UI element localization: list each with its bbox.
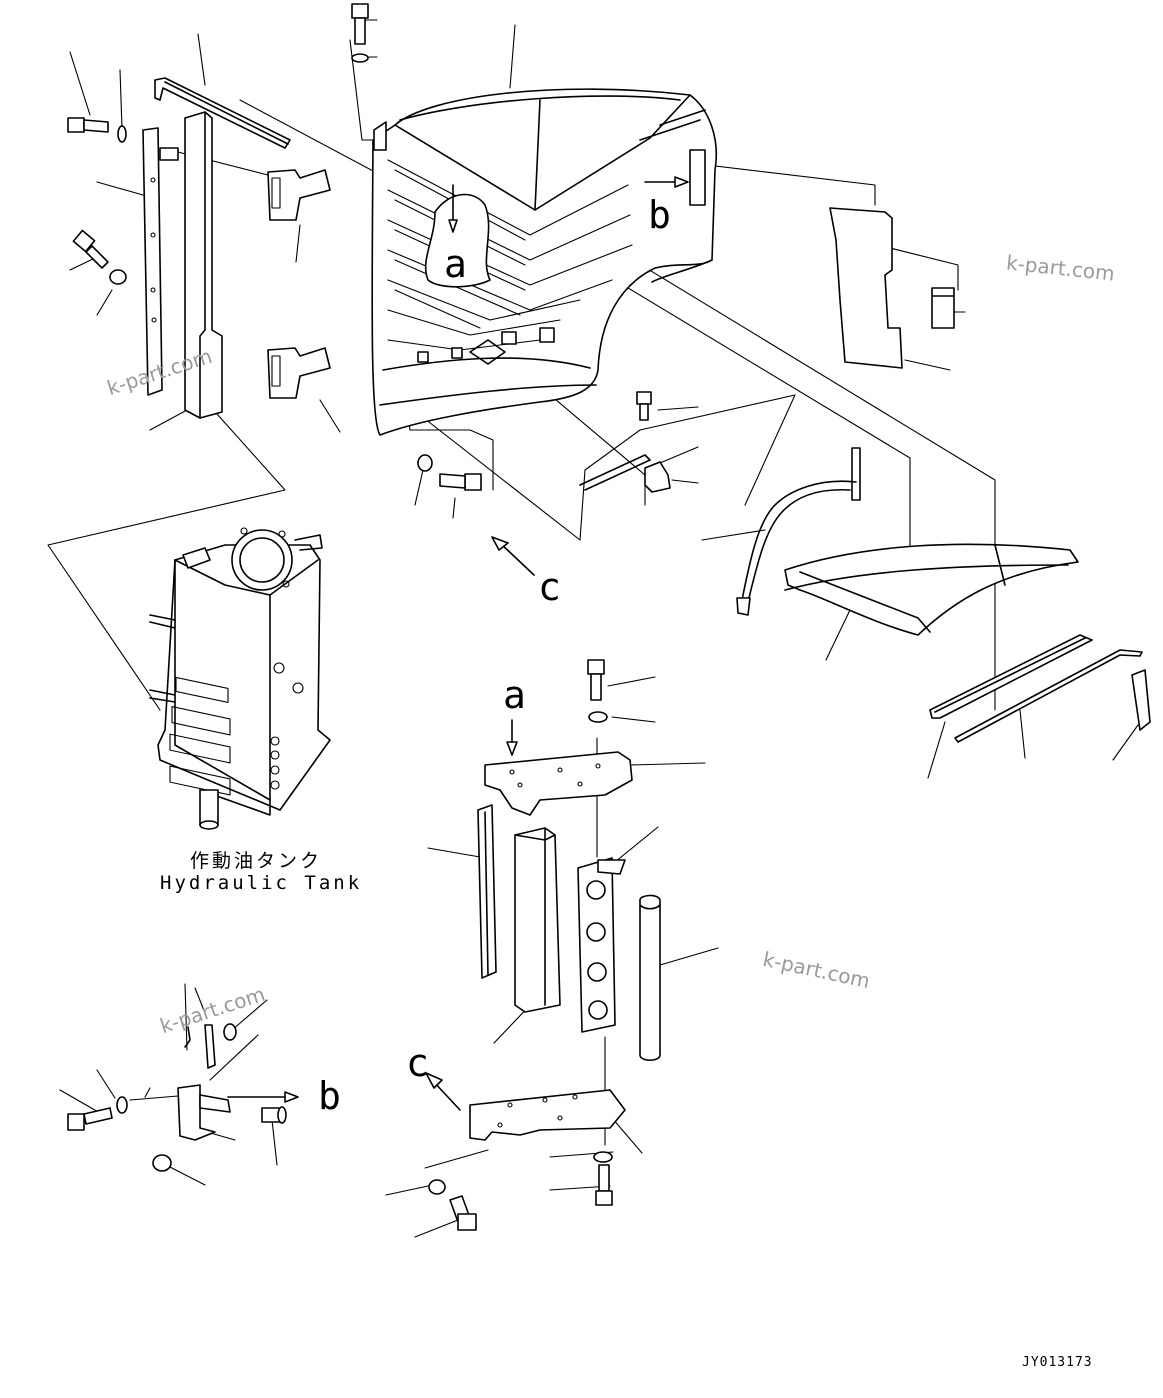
- seal-strip-top: [154, 77, 291, 149]
- bolt-c: [439, 473, 482, 491]
- bracket-a: [484, 751, 633, 816]
- clamp-rod: [644, 461, 671, 493]
- washer-small-left: [116, 1096, 128, 1114]
- lower-panel: [784, 543, 1079, 636]
- center-lower-parts: [469, 751, 661, 1141]
- washer-bracket-a: [588, 711, 608, 723]
- bolt-bracket-a: [587, 659, 605, 701]
- rubber-cap: [152, 1154, 172, 1172]
- leader-lines: [59, 19, 1139, 1238]
- tube-cover: [639, 894, 661, 1062]
- lower-left-parts: [152, 1023, 237, 1172]
- bolt-left-2: [72, 229, 109, 269]
- pin-small: [261, 1106, 287, 1124]
- ref-mark-b-small: b: [318, 1074, 341, 1118]
- right-parts: [579, 207, 1151, 743]
- bolt-bracket-c: [595, 1164, 613, 1206]
- washer-left-1: [117, 125, 127, 143]
- arrows: [227, 536, 535, 1111]
- side-plate-right: [829, 207, 903, 369]
- caption-japanese: 作動油タンク: [190, 850, 323, 872]
- perforated-plate: [577, 857, 616, 1033]
- bolt-bottom: [449, 1195, 477, 1231]
- seal-strip-right: [929, 634, 1093, 719]
- rubber-block: [931, 287, 955, 329]
- bolt-small-left: [67, 1107, 113, 1131]
- bolts-washers: [67, 3, 652, 1231]
- cushion-left: [184, 111, 223, 419]
- ref-mark-a-bracket: a: [503, 673, 526, 717]
- cover-assembly: [371, 88, 718, 436]
- washer-bracket-c: [593, 1151, 613, 1163]
- rod-right: [954, 649, 1143, 743]
- clip-right: [1131, 669, 1151, 731]
- hydraulic-tank: [149, 527, 331, 830]
- bracket-left: [142, 127, 163, 396]
- ref-mark-c-bracket: c: [406, 1041, 429, 1085]
- foam-pad: [514, 827, 561, 1013]
- drawing-code: JY013173: [1022, 1355, 1093, 1370]
- washer-left-2: [109, 269, 127, 285]
- left-parts: [142, 77, 331, 419]
- hinge-lower: [267, 347, 331, 399]
- washer-c: [417, 454, 433, 472]
- bolt-rod: [636, 391, 652, 421]
- bolt-left-1: [67, 117, 109, 133]
- ref-mark-a-cover: a: [444, 242, 467, 286]
- hose-fitting: [851, 447, 861, 501]
- hinge-upper: [267, 169, 331, 221]
- washer-top: [351, 53, 369, 63]
- washer-bottom: [428, 1179, 446, 1195]
- caption-english: Hydraulic Tank: [160, 872, 363, 894]
- bolt-top: [351, 3, 369, 45]
- bracket-c: [469, 1089, 626, 1141]
- ref-mark-b-cover: b: [648, 193, 671, 237]
- ref-mark-c-cover: c: [538, 565, 561, 609]
